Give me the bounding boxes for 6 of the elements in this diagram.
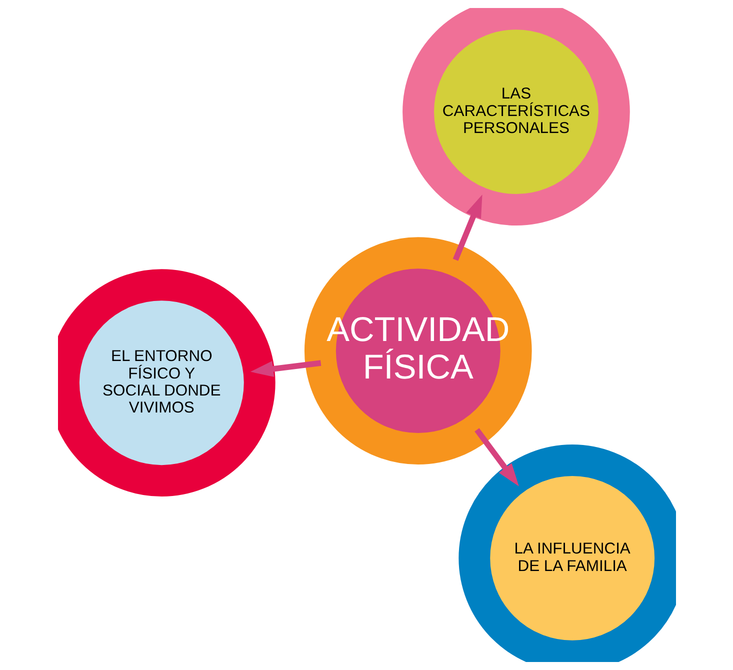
node-circle: LA INFLUENCIA DE LA FAMILIA (458, 444, 676, 662)
arrow (474, 428, 518, 486)
node-circle: ACTIVIDAD FÍSICA (304, 237, 532, 464)
arrow (250, 360, 321, 377)
arrow (452, 194, 482, 261)
node-circle: LAS CARACTERÍSTICAS PERSONALES (402, 8, 630, 226)
